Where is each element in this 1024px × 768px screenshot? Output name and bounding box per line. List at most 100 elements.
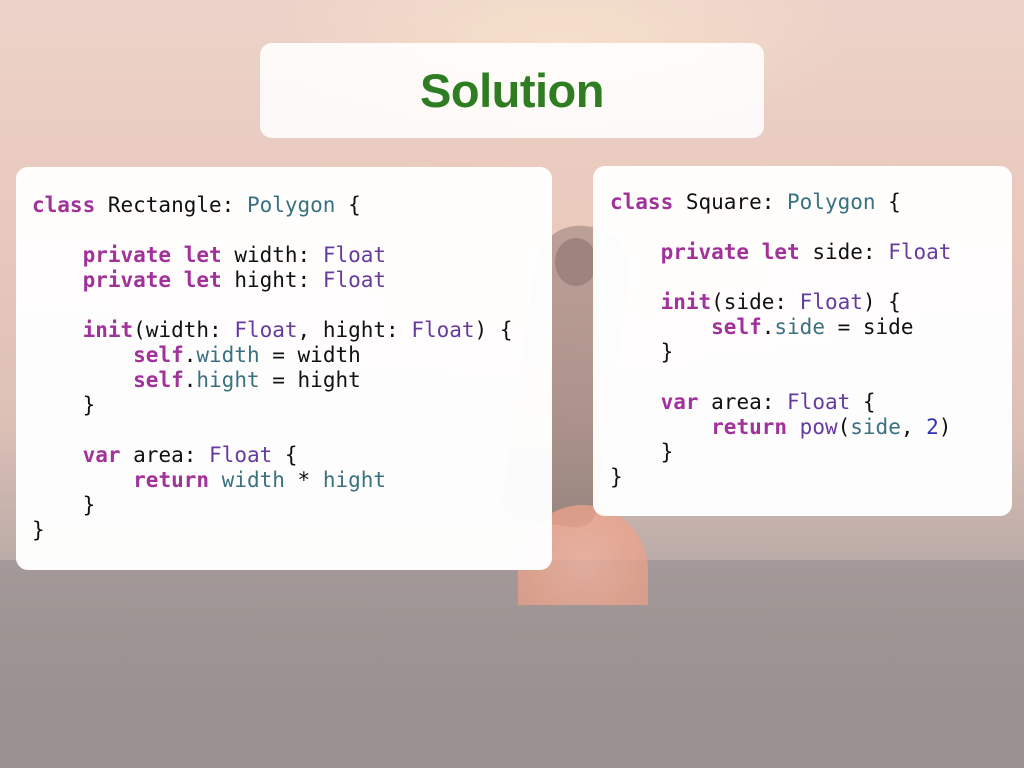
code-token: init xyxy=(82,318,134,342)
slide-title: Solution xyxy=(420,64,604,117)
code-line: } xyxy=(610,465,1012,490)
code-token: . xyxy=(183,343,197,367)
title-box: Solution xyxy=(260,43,764,138)
code-line: var area: Float { xyxy=(32,443,552,468)
code-line: } xyxy=(32,518,552,543)
code-token: (side: xyxy=(711,290,800,314)
code-line xyxy=(32,218,552,243)
code-token xyxy=(610,415,711,439)
code-line: private let hight: Float xyxy=(32,268,552,293)
code-line: var area: Float { xyxy=(610,390,1012,415)
code-token xyxy=(209,468,222,492)
code-token xyxy=(32,343,133,367)
code-token: init xyxy=(660,290,712,314)
code-token: Float xyxy=(787,390,851,414)
background-ground xyxy=(0,560,1024,768)
code-token: } xyxy=(610,465,623,489)
code-token: 2 xyxy=(926,415,939,439)
code-token: pow xyxy=(799,415,838,439)
code-token xyxy=(32,268,83,292)
code-token: Float xyxy=(411,318,475,342)
code-token: { xyxy=(272,443,298,467)
code-token: hight xyxy=(322,468,387,492)
code-token: class xyxy=(610,190,674,214)
code-token: hight xyxy=(196,368,260,392)
code-token: } xyxy=(32,518,45,542)
code-token xyxy=(171,268,184,292)
code-token: } xyxy=(32,493,96,517)
code-token xyxy=(749,240,762,264)
code-token: width xyxy=(196,343,260,367)
code-token xyxy=(171,243,184,267)
code-token: var xyxy=(82,443,121,467)
code-line xyxy=(610,365,1012,390)
code-token: } xyxy=(610,440,674,464)
code-line: } xyxy=(32,493,552,518)
code-token: width xyxy=(221,468,285,492)
code-token: width: xyxy=(221,243,323,267)
code-token: ( xyxy=(837,415,851,439)
code-token xyxy=(32,443,83,467)
code-token: = width xyxy=(259,343,361,367)
code-line: class Rectangle: Polygon { xyxy=(32,193,552,218)
code-token xyxy=(610,240,661,264)
code-token: side xyxy=(774,315,825,339)
code-token: Float xyxy=(799,290,863,314)
code-token: Float xyxy=(322,268,387,292)
code-token: let xyxy=(183,243,222,267)
code-token: side xyxy=(850,415,901,439)
code-token: let xyxy=(183,268,222,292)
code-token: } xyxy=(610,340,674,364)
code-token: = hight xyxy=(259,368,361,392)
code-line: init(width: Float, hight: Float) { xyxy=(32,318,552,343)
code-token: Rectangle: xyxy=(95,193,247,217)
code-token: { xyxy=(875,190,901,214)
code-token: ) { xyxy=(474,318,513,342)
code-token: * xyxy=(284,468,323,492)
code-token xyxy=(32,468,133,492)
code-token xyxy=(32,368,133,392)
code-line: self.width = width xyxy=(32,343,552,368)
code-line: private let width: Float xyxy=(32,243,552,268)
code-token xyxy=(610,290,661,314)
square-code-panel: class Square: Polygon { private let side… xyxy=(593,166,1012,516)
code-line: return width * hight xyxy=(32,468,552,493)
code-line xyxy=(32,293,552,318)
code-token: . xyxy=(183,368,197,392)
code-token: self xyxy=(133,368,184,392)
code-token: Float xyxy=(322,243,387,267)
code-token: . xyxy=(761,315,775,339)
code-token: Float xyxy=(888,240,952,264)
code-line xyxy=(32,418,552,443)
code-token: self xyxy=(711,315,762,339)
code-token: , hight: xyxy=(297,318,412,342)
code-line: init(side: Float) { xyxy=(610,290,1012,315)
code-token xyxy=(32,243,83,267)
code-line: return pow(side, 2) xyxy=(610,415,1012,440)
code-token xyxy=(32,318,83,342)
code-token: } xyxy=(32,393,96,417)
code-token: = side xyxy=(824,315,914,339)
code-token xyxy=(787,415,800,439)
code-token: area: xyxy=(698,390,788,414)
code-token: (width: xyxy=(133,318,235,342)
code-token: ) xyxy=(938,415,952,439)
background-figure-head xyxy=(555,238,597,286)
code-token xyxy=(610,390,661,414)
code-token: var xyxy=(660,390,699,414)
code-token: Polygon xyxy=(246,193,336,217)
code-token: let xyxy=(761,240,800,264)
code-token: self xyxy=(133,343,184,367)
code-token: private xyxy=(82,243,172,267)
code-line: self.side = side xyxy=(610,315,1012,340)
code-token: Polygon xyxy=(787,190,876,214)
code-token: , xyxy=(900,415,927,439)
code-line: } xyxy=(32,393,552,418)
code-token: area: xyxy=(120,443,210,467)
code-token: hight: xyxy=(221,268,323,292)
code-token: ) { xyxy=(862,290,901,314)
code-line xyxy=(610,265,1012,290)
code-line: } xyxy=(610,340,1012,365)
code-token: Square: xyxy=(673,190,788,214)
code-token: return xyxy=(133,468,210,492)
